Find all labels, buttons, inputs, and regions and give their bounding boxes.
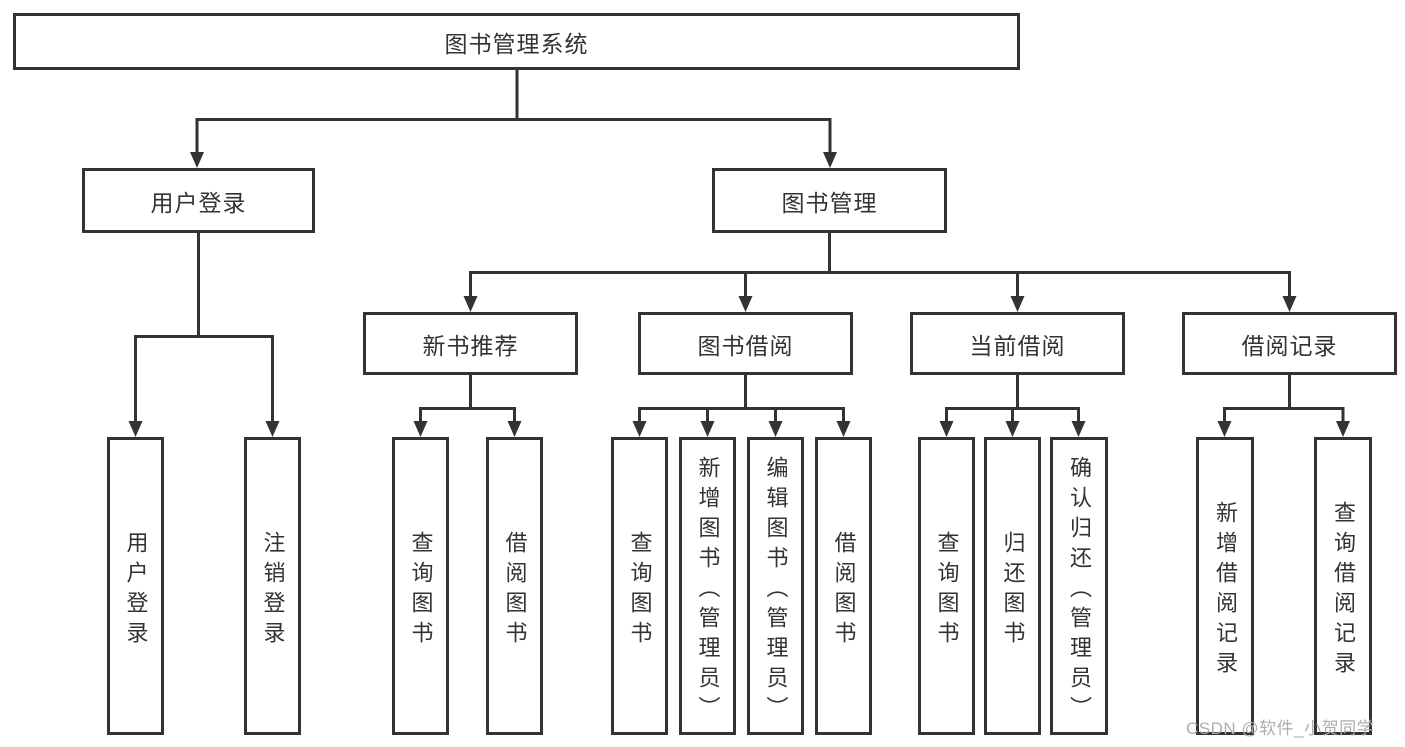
node-add-borrow-record: 新增借阅记录	[1196, 437, 1254, 735]
node-query-books-3: 查询图书	[918, 437, 975, 735]
node-current-borrowing: 当前借阅	[910, 312, 1125, 375]
node-query-books-2: 查询图书	[611, 437, 668, 735]
node-confirm-return-admin: 确认归还（管理员）	[1050, 437, 1108, 735]
node-library-management-system: 图书管理系统	[13, 13, 1020, 70]
node-return-books: 归还图书	[984, 437, 1041, 735]
node-new-book-recommendation: 新书推荐	[363, 312, 578, 375]
csdn-watermark: CSDN @软件_小贺同学	[1186, 719, 1375, 738]
node-query-books-1: 查询图书	[392, 437, 449, 735]
node-add-books-admin: 新增图书（管理员）	[679, 437, 736, 735]
node-borrowing-records: 借阅记录	[1182, 312, 1397, 375]
node-edit-books-admin: 编辑图书（管理员）	[747, 437, 804, 735]
node-user-login-branch: 用户登录	[82, 168, 315, 233]
node-book-management-branch: 图书管理	[712, 168, 947, 233]
node-user-login-leaf: 用户登录	[107, 437, 164, 735]
node-logout-leaf: 注销登录	[244, 437, 301, 735]
node-query-borrow-record: 查询借阅记录	[1314, 437, 1372, 735]
node-borrow-books-2: 借阅图书	[815, 437, 872, 735]
node-book-borrowing: 图书借阅	[638, 312, 853, 375]
node-borrow-books-1: 借阅图书	[486, 437, 543, 735]
